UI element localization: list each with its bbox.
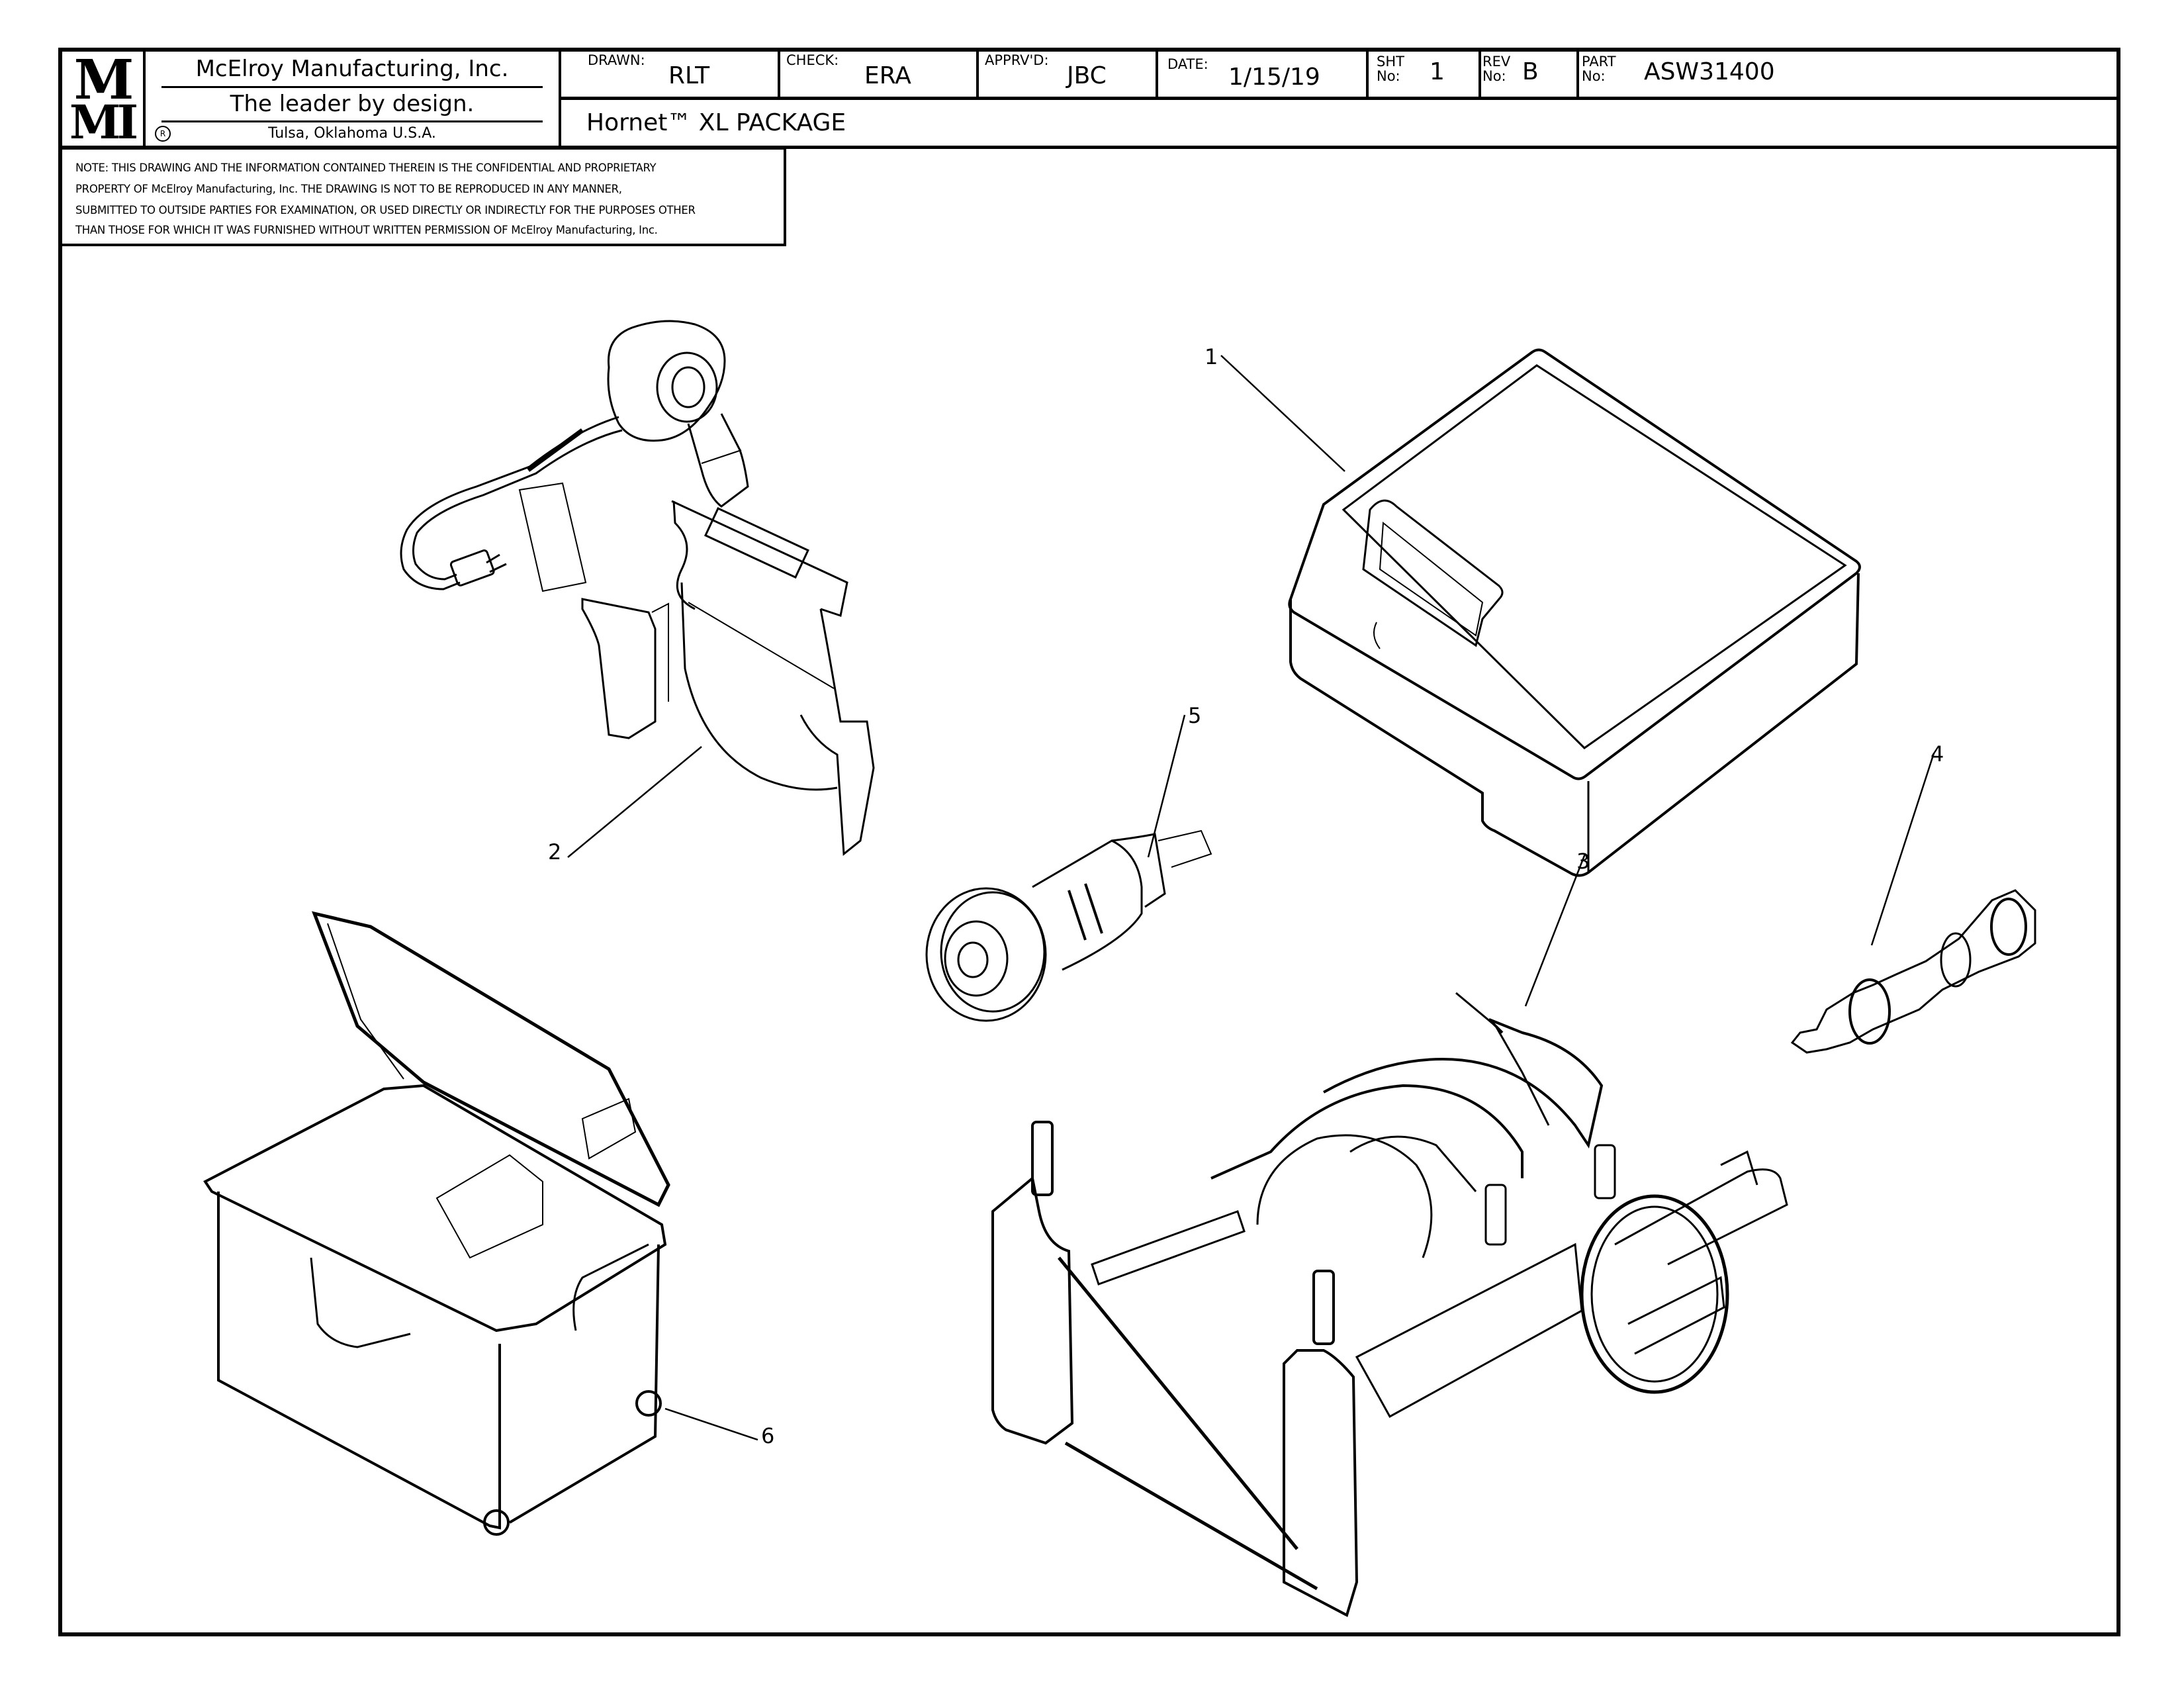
note-line: NOTE: THIS DRAWING AND THE INFORMATION C… — [75, 162, 657, 174]
item-6-wheeled-case — [203, 911, 670, 1536]
logo-letters-mi: MI — [69, 95, 138, 150]
callout-3: 3 — [1576, 849, 1590, 874]
company-block: McElroy Manufacturing, Inc. The leader b… — [144, 52, 560, 147]
callout-4: 4 — [1931, 741, 1944, 767]
sheet-value: 1 — [1430, 58, 1445, 85]
leader-line-2 — [567, 746, 702, 858]
sheet-label-line1: SHT — [1377, 54, 1404, 70]
leader-line-3 — [1524, 853, 1586, 1007]
logo-letter-m: M — [73, 48, 134, 112]
drawn-label: DRAWN: — [588, 52, 645, 68]
drawing-title: Hornet™ XL PACKAGE — [586, 109, 846, 136]
divider — [1576, 48, 1579, 98]
drawing-frame — [58, 48, 2120, 1636]
revision-label-line2: No: — [1482, 68, 1506, 84]
divider — [1156, 48, 1158, 98]
registered-mark-icon: R — [155, 126, 171, 142]
part-number-value: ASW31400 — [1644, 58, 1775, 85]
item-5-heater-adapter — [925, 829, 1212, 1022]
leader-line-1 — [1220, 355, 1345, 472]
company-location: Tulsa, Oklahoma U.S.A. — [268, 125, 436, 142]
divider — [161, 120, 543, 122]
part-label-line2: No: — [1582, 68, 1606, 84]
divider — [778, 48, 780, 98]
approved-value: JBC — [1067, 62, 1107, 89]
approved-label: APPRV'D: — [985, 52, 1049, 68]
revision-value: B — [1522, 58, 1539, 85]
mmi-logo: M MI — [62, 52, 146, 147]
callout-1: 1 — [1205, 344, 1218, 369]
divider — [161, 86, 543, 88]
note-line: SUBMITTED TO OUTSIDE PARTIES FOR EXAMINA… — [75, 204, 696, 216]
company-tagline: The leader by design. — [230, 91, 475, 117]
divider — [976, 48, 979, 98]
item-2-heater — [400, 320, 875, 856]
item-4-facer-insert — [1790, 889, 2036, 1054]
divider — [1366, 48, 1369, 98]
note-line: PROPERTY OF McElroy Manufacturing, Inc. … — [75, 183, 622, 195]
callout-5: 5 — [1188, 703, 1202, 728]
callout-2: 2 — [548, 839, 562, 865]
divider — [560, 97, 2120, 100]
drawn-value: RLT — [668, 62, 710, 89]
callout-leaders — [567, 355, 1935, 1441]
check-label: CHECK: — [786, 52, 839, 68]
confidentiality-note: NOTE: THIS DRAWING AND THE INFORMATION C… — [58, 147, 786, 246]
divider — [1479, 48, 1481, 98]
leader-line-6 — [664, 1407, 758, 1441]
check-value: ERA — [864, 62, 911, 89]
divider — [58, 146, 2120, 149]
leader-line-5 — [1147, 714, 1186, 858]
sheet-label-line2: No: — [1377, 68, 1400, 84]
date-value: 1/15/19 — [1228, 64, 1320, 91]
part-label-line1: PART — [1582, 54, 1616, 70]
revision-label-line1: REV — [1482, 54, 1511, 70]
date-label: DATE: — [1167, 56, 1208, 72]
note-line: THAN THOSE FOR WHICH IT WAS FURNISHED WI… — [75, 224, 658, 236]
leader-line-4 — [1870, 753, 1935, 946]
item-1-carrying-case — [1288, 348, 1861, 877]
item-3-fusion-machine — [991, 992, 1788, 1617]
company-name: McElroy Manufacturing, Inc. — [195, 56, 509, 82]
callout-6: 6 — [761, 1423, 775, 1448]
